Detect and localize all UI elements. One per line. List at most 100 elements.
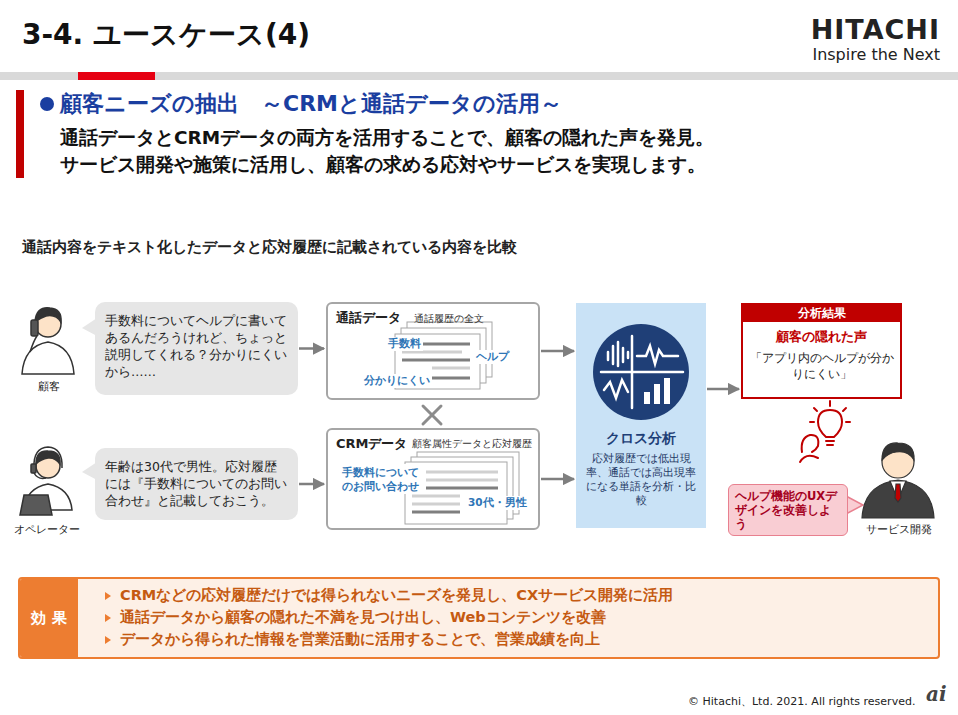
actor-label: サービス開発 [866, 522, 932, 537]
analysis-icon [664, 378, 670, 404]
analysis-icon [622, 348, 625, 362]
box-heading: ヘルプ機能のUXデザインを改善しよう [735, 489, 841, 531]
box-heading: クロス分析 [582, 429, 700, 447]
document-stack [402, 351, 462, 354]
document-stack [405, 462, 507, 524]
lightbulb-icon [843, 408, 846, 411]
speech-bubble: ヘルプ機能のUXデザインを改善しよう [728, 484, 848, 536]
lightbulb-icon [827, 444, 833, 446]
operator-icon [20, 447, 72, 515]
customer-icon [35, 308, 61, 322]
document-stack [412, 495, 460, 498]
analysis-icon [644, 392, 650, 404]
operator-icon [36, 454, 60, 478]
bubble-tail [846, 496, 863, 514]
document-stack [432, 367, 470, 370]
box-text: サービス開発や施策に活用し、顧客の求める応対やサービスを実現します。 [60, 151, 936, 178]
document-stack [411, 457, 513, 519]
developer-icon [895, 484, 901, 502]
effect-box: 効 果CRMなどの応対履歴だけでは得られないニーズを発見し、CXサービス開発に活… [18, 577, 940, 659]
analysis-icon [644, 378, 670, 404]
customer-icon [31, 320, 38, 336]
data-box: 通話データ通話履歴の全文手数料ヘルプ分かりにくい [326, 302, 540, 400]
logo-tagline: Inspire the Next [812, 45, 940, 64]
developer-icon [862, 480, 934, 518]
box-heading: 効 果 [20, 579, 78, 657]
lightbulb-icon [826, 440, 834, 442]
lightbulb-icon [802, 435, 819, 452]
operator-icon [34, 473, 46, 478]
analysis-icon [607, 352, 610, 360]
developer-icon [882, 446, 914, 478]
arrow-connector [541, 350, 574, 353]
actor-label: 顧客 [38, 379, 60, 394]
lightbulb-icon [846, 421, 850, 423]
developer-icon [890, 481, 906, 500]
speech-bubble: 手数料についてヘルプに書いてあるんだろうけれど、ちょっと説明してくれる？分かりに… [95, 302, 298, 395]
box-text: 手数料について のお問い合わせ [340, 464, 426, 494]
analysis-icon [654, 384, 660, 404]
developer-icon [882, 443, 914, 460]
copyright: © Hitachi、Ltd. 2021. All rights reserved… [688, 694, 915, 709]
document-stack [395, 322, 519, 524]
analysis-icon [601, 336, 683, 408]
speech-bubble: 年齢は30代で男性。応対履歴には『手数料についてのお問い合わせ』と記載しておこう… [95, 448, 298, 520]
result-box: 分析結果顧客の隠れた声「アプリ内のヘルプが分かりにくい」 [741, 303, 902, 399]
page-title: 3-4. ユースケース(4) [22, 16, 310, 54]
box-heading: 分析結果 [743, 305, 900, 322]
box-heading: CRMデータ [336, 435, 408, 453]
document-stack [417, 452, 519, 514]
box-text: 30代・男性 [466, 496, 529, 510]
document-stack [412, 471, 498, 474]
box-heading: 年齢は30代で男性。応対履歴には『手数料についてのお問い合わせ』と記載しておこう… [105, 458, 288, 509]
box-text: 通話履歴の全文 [414, 312, 484, 326]
analysis-icon [593, 324, 689, 420]
analysis-icon [601, 371, 683, 374]
title-rule [0, 72, 958, 80]
document-stack [422, 343, 470, 346]
operator-icon [31, 464, 36, 473]
box-text: 応対履歴では低出現率、通話では高出現率になる単語を分析・比較 [582, 451, 700, 507]
box-text: 分かりにくい [362, 374, 432, 388]
customer-icon [35, 311, 61, 337]
title-rule [78, 72, 155, 80]
lightbulb-icon [829, 401, 831, 406]
document-stack [395, 334, 480, 389]
title-rule [0, 72, 958, 80]
box-text: 顧客の隠れた声 [743, 328, 900, 346]
analysis-icon [631, 336, 634, 408]
analysis-icon [604, 380, 628, 398]
developer-icon [862, 443, 934, 518]
document-stack [407, 322, 492, 377]
box-text: データから得られた情報を営業活動に活用することで、営業成績を向上 [120, 628, 928, 650]
document-stack [412, 503, 460, 506]
actor-label: オペレーター [14, 522, 80, 537]
data-box: CRMデータ顧客属性データと応対履歴手数料について のお問い合わせ30代・男性 [326, 428, 540, 530]
cross-symbol [423, 406, 441, 424]
lightbulb-icon [800, 456, 818, 462]
analysis-icon [627, 352, 630, 358]
lightbulb-icon [800, 401, 850, 462]
logo-text: HITACHI [811, 14, 940, 45]
box-text: 通話データとCRMデータの両方を活用することで、顧客の隠れた声を発見。 [60, 124, 936, 151]
box-heading: 手数料についてヘルプに書いてあるんだろうけれど、ちょっと説明してくれる？分かりに… [105, 312, 288, 380]
cross-symbol [423, 406, 441, 424]
operator-icon [24, 484, 72, 510]
lightbulb-icon [814, 408, 817, 411]
operator-icon [20, 495, 52, 515]
watermark: ai [926, 682, 947, 706]
analysis-icon [637, 346, 678, 364]
box-text: 手数料 [386, 337, 423, 351]
arrow-connector [299, 347, 324, 350]
cross-symbol [423, 406, 441, 424]
box-heading: 顧客ニーズの抽出 ～CRMと通話データの活用～ [60, 90, 936, 118]
box-text: 通話データから顧客の隠れた不満を見つけ出し、Webコンテンツを改善 [120, 606, 928, 628]
analysis-icon [593, 324, 689, 420]
document-stack [412, 511, 460, 514]
operator-icon [34, 447, 62, 468]
section-header: 顧客ニーズの抽出 ～CRMと通話データの活用～ 通話データとCRMデータの両方を活… [16, 90, 936, 178]
analysis-box: クロス分析応対履歴では低出現率、通話では高出現率になる単語を分析・比較 [576, 303, 706, 528]
box-heading: 通話データ [336, 309, 401, 327]
document-stack [412, 479, 498, 482]
